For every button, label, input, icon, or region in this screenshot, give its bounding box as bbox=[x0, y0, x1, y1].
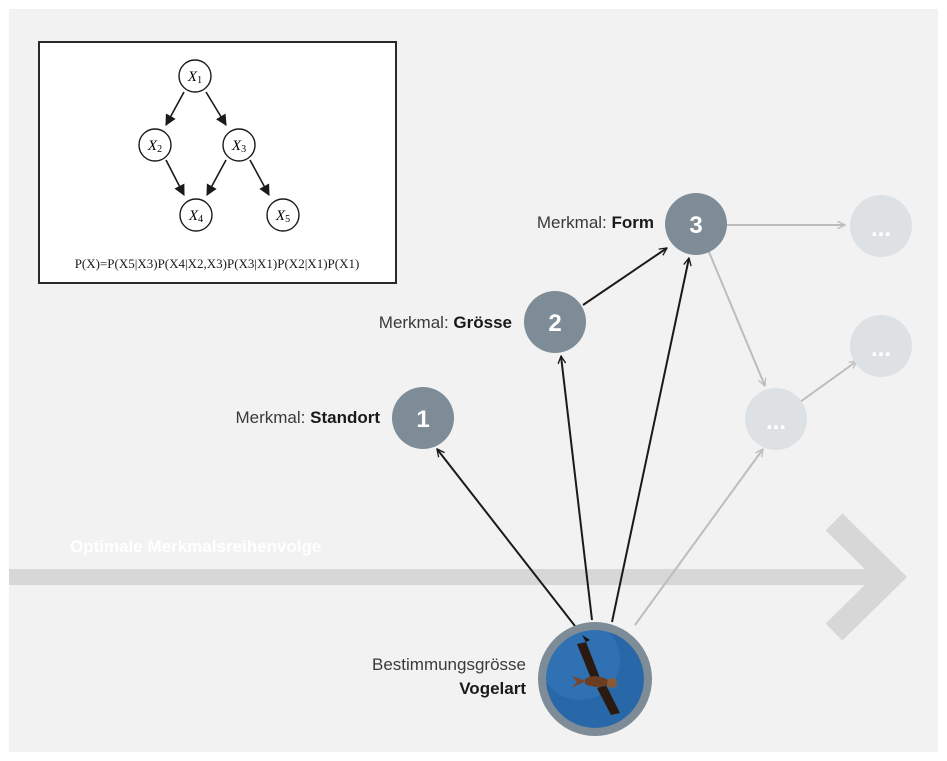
feature-label-3: Merkmal: Form bbox=[430, 213, 654, 233]
svg-text:X1: X1 bbox=[187, 69, 202, 86]
edge-x2-x4 bbox=[165, 159, 185, 196]
feature-label-2-prefix: Merkmal: bbox=[378, 313, 454, 332]
placeholder-node-branch: ... bbox=[745, 388, 807, 450]
target-label: Bestimmungsgrösse Vogelart bbox=[300, 653, 526, 701]
feature-label-1: Merkmal: Standort bbox=[150, 408, 380, 428]
svg-text:X4: X4 bbox=[188, 208, 203, 225]
feature-label-1-prefix: Merkmal: bbox=[235, 408, 311, 427]
feature-node-1: 1 bbox=[392, 387, 454, 449]
target-node bbox=[538, 622, 652, 736]
feature-node-3: 3 bbox=[665, 193, 727, 255]
arrow-target-to-3 bbox=[611, 258, 689, 623]
feature-label-1-name: Standort bbox=[310, 408, 380, 427]
svg-text:...: ... bbox=[871, 335, 891, 362]
feature-label-3-prefix: Merkmal: bbox=[536, 213, 612, 232]
order-label: Optimale Merkmalsreihenvolge bbox=[70, 537, 322, 556]
arrow-target-to-1 bbox=[437, 449, 576, 627]
feature-label-2-name: Grösse bbox=[453, 313, 512, 332]
kite-bird-icon bbox=[571, 635, 620, 715]
svg-text:2: 2 bbox=[548, 310, 561, 337]
bayes-network-graph: X1 X2 X3 X4 X5 P(X)=P(X5|X3)P(X4|X2,X3)P… bbox=[75, 59, 360, 271]
node-x1: X1 bbox=[178, 59, 212, 93]
node-x2: X2 bbox=[138, 128, 172, 162]
arrow-branch-to-next bbox=[799, 361, 857, 403]
svg-text:...: ... bbox=[871, 215, 891, 242]
arrow-3-to-branch bbox=[708, 251, 765, 386]
edge-x1-x3 bbox=[205, 91, 227, 126]
svg-text:3: 3 bbox=[689, 212, 702, 239]
arrow-target-to-2 bbox=[561, 356, 593, 621]
edge-x3-x5 bbox=[249, 159, 270, 196]
placeholder-node-top: ... bbox=[850, 195, 912, 257]
svg-text:X2: X2 bbox=[147, 138, 162, 155]
edge-x1-x2 bbox=[165, 91, 185, 126]
arrow-2-to-3 bbox=[582, 248, 667, 306]
order-arrow-shaft bbox=[9, 569, 889, 585]
feature-node-2: 2 bbox=[524, 291, 586, 353]
placeholder-node-right: ... bbox=[850, 315, 912, 377]
node-x3: X3 bbox=[222, 128, 256, 162]
svg-text:1: 1 bbox=[416, 406, 429, 433]
node-x5: X5 bbox=[266, 198, 300, 232]
joint-probability-formula: P(X)=P(X5|X3)P(X4|X2,X3)P(X3|X1)P(X2|X1)… bbox=[75, 256, 360, 271]
arrow-target-to-branch bbox=[634, 449, 763, 626]
feature-label-2: Merkmal: Grösse bbox=[280, 313, 512, 333]
bayes-network-inset: X1 X2 X3 X4 X5 P(X)=P(X5|X3)P(X4|X2,X3)P… bbox=[38, 41, 397, 284]
svg-text:...: ... bbox=[766, 408, 786, 435]
node-x4: X4 bbox=[179, 198, 213, 232]
feature-label-3-name: Form bbox=[611, 213, 655, 232]
target-label-line1: Bestimmungsgrösse bbox=[371, 655, 526, 674]
svg-text:X5: X5 bbox=[275, 208, 290, 225]
order-arrow-head bbox=[825, 513, 908, 641]
svg-text:X3: X3 bbox=[231, 138, 246, 155]
target-label-line2: Vogelart bbox=[459, 679, 526, 698]
edge-x3-x4 bbox=[206, 159, 227, 196]
